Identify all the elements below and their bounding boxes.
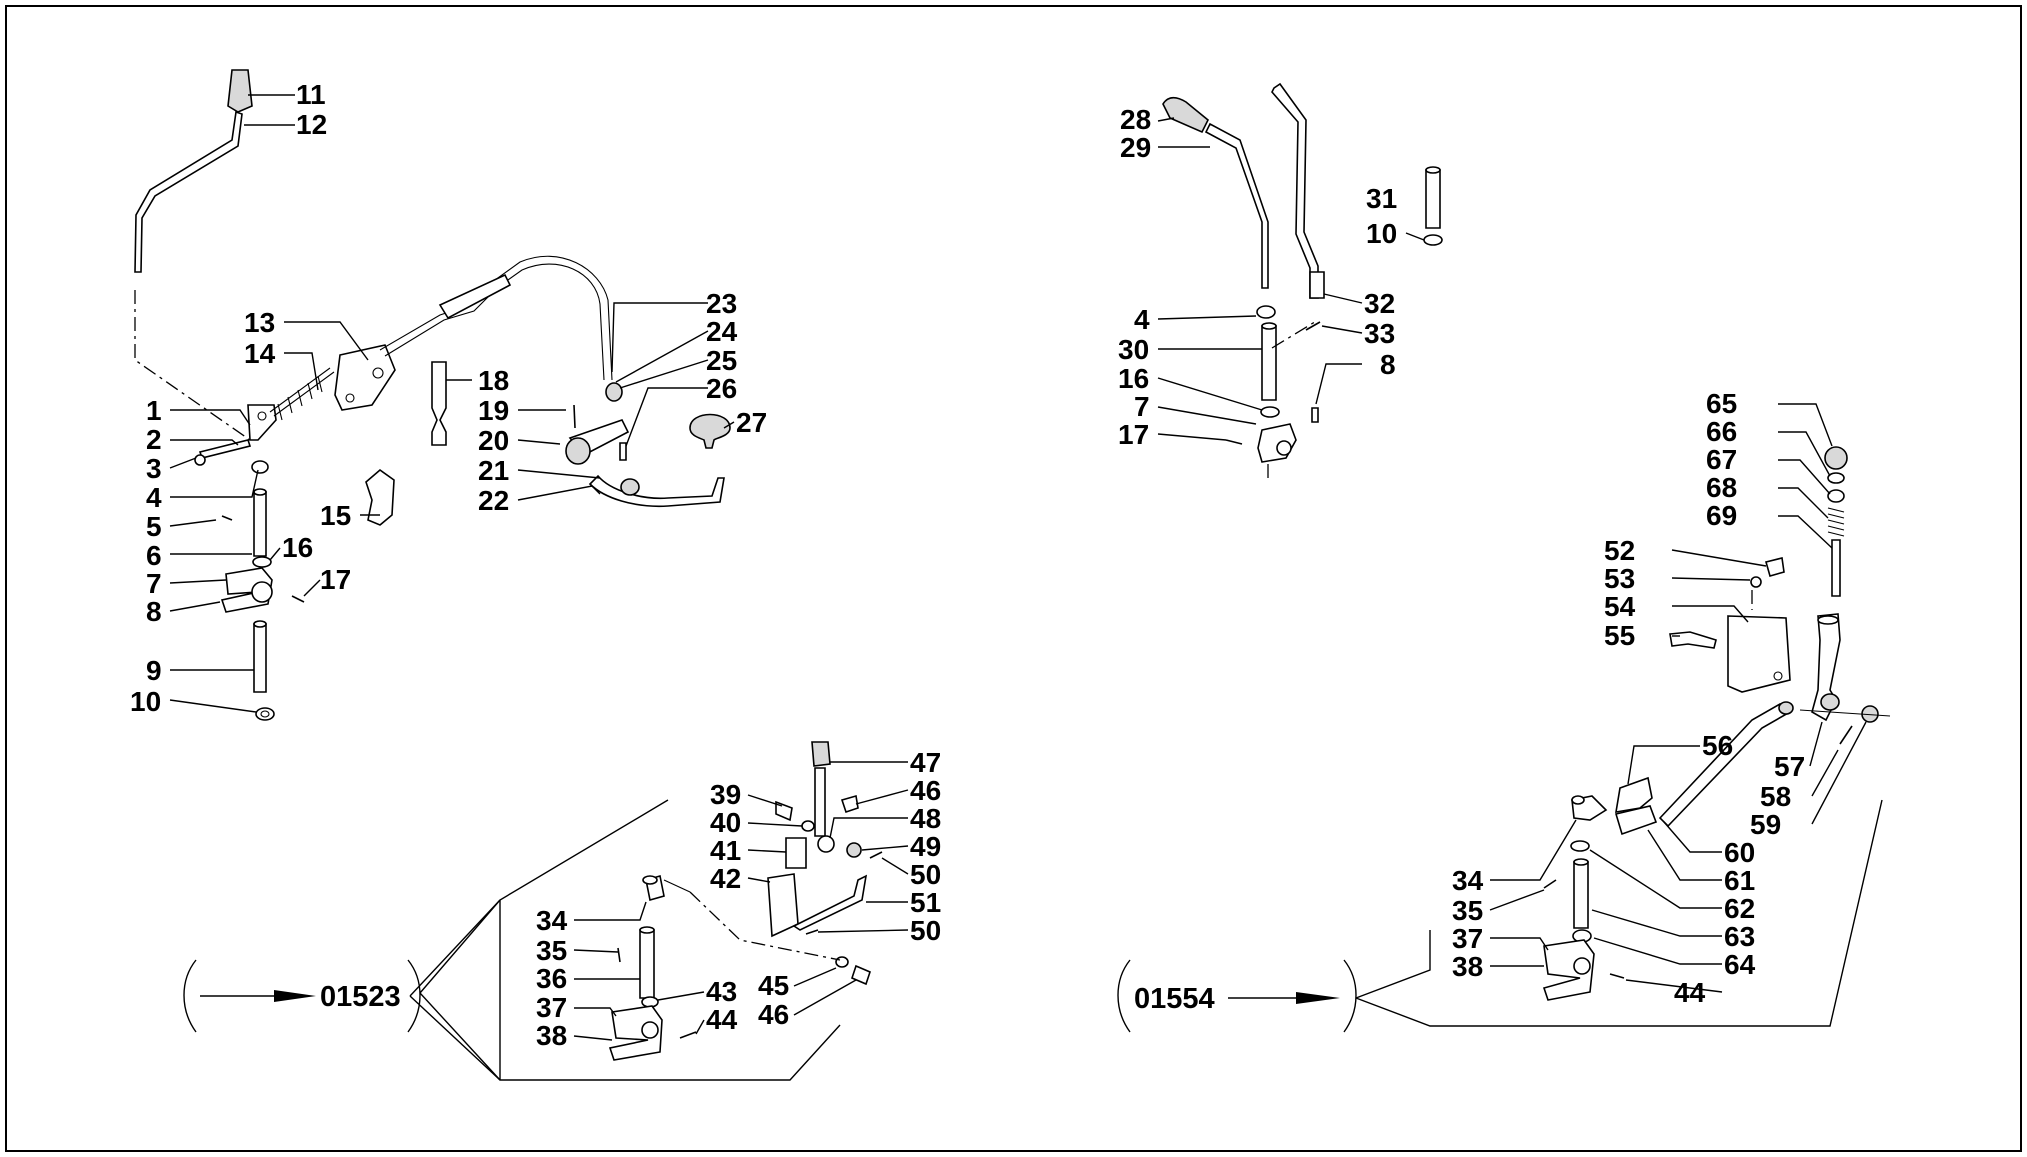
callout-46: 46 bbox=[910, 775, 941, 806]
callout-39: 39 bbox=[710, 779, 741, 810]
callout-35: 35 bbox=[536, 935, 567, 966]
callout-10: 10 bbox=[1366, 218, 1397, 249]
gear-lever-assembly-left bbox=[134, 69, 735, 721]
callout-labels: 11 12 13 14 1 2 3 4 5 6 7 8 9 10 15 16 1… bbox=[130, 79, 1805, 1051]
callout-54: 54 bbox=[1604, 591, 1636, 622]
callout-38: 38 bbox=[536, 1020, 567, 1051]
callout-26: 26 bbox=[706, 373, 737, 404]
callout-61: 61 bbox=[1724, 865, 1755, 896]
callout-3: 3 bbox=[146, 453, 162, 484]
callout-47: 47 bbox=[910, 747, 941, 778]
callout-44: 44 bbox=[706, 1004, 738, 1035]
callout-7: 7 bbox=[1134, 391, 1150, 422]
gear-lever-assembly-top-right bbox=[1157, 82, 1443, 478]
callout-8: 8 bbox=[146, 596, 162, 627]
callout-1: 1 bbox=[146, 395, 162, 426]
callout-46: 46 bbox=[758, 999, 789, 1030]
callout-60: 60 bbox=[1724, 837, 1755, 868]
callout-18: 18 bbox=[478, 365, 509, 396]
callout-44: 44 bbox=[1674, 977, 1706, 1008]
callout-42: 42 bbox=[710, 863, 741, 894]
callout-64: 64 bbox=[1724, 949, 1756, 980]
callout-37: 37 bbox=[536, 992, 567, 1023]
callout-6: 6 bbox=[146, 540, 162, 571]
callout-15: 15 bbox=[320, 500, 351, 531]
callout-58: 58 bbox=[1760, 781, 1791, 812]
callout-4: 4 bbox=[146, 482, 162, 513]
callout-57: 57 bbox=[1774, 751, 1805, 782]
callout-16: 16 bbox=[282, 532, 313, 563]
callout-23: 23 bbox=[706, 288, 737, 319]
callout-37: 37 bbox=[1452, 923, 1483, 954]
callout-45: 45 bbox=[758, 970, 789, 1001]
callout-68: 68 bbox=[1706, 472, 1737, 503]
callout-27: 27 bbox=[736, 407, 767, 438]
callout-14: 14 bbox=[244, 338, 276, 369]
callout-63: 63 bbox=[1724, 921, 1755, 952]
callout-38: 38 bbox=[1452, 951, 1483, 982]
callout-43: 43 bbox=[706, 976, 737, 1007]
callout-4: 4 bbox=[1134, 304, 1150, 335]
callout-13: 13 bbox=[244, 307, 275, 338]
callout-48: 48 bbox=[910, 803, 941, 834]
callout-34: 34 bbox=[536, 905, 568, 936]
callout-10: 10 bbox=[130, 686, 161, 717]
callout-52: 52 bbox=[1604, 535, 1635, 566]
callout-40: 40 bbox=[710, 807, 741, 838]
callout-34: 34 bbox=[1452, 865, 1484, 896]
callout-35: 35 bbox=[1452, 895, 1483, 926]
callout-33: 33 bbox=[1364, 318, 1395, 349]
callout-65: 65 bbox=[1706, 388, 1737, 419]
callout-16: 16 bbox=[1118, 363, 1149, 394]
callout-51: 51 bbox=[910, 887, 941, 918]
callout-29: 29 bbox=[1120, 132, 1151, 163]
callout-7: 7 bbox=[146, 568, 162, 599]
callout-59: 59 bbox=[1750, 809, 1781, 840]
selector-assembly-01523 bbox=[183, 741, 909, 1081]
callout-17: 17 bbox=[1118, 419, 1149, 450]
callout-30: 30 bbox=[1118, 334, 1149, 365]
callout-49: 49 bbox=[910, 831, 941, 862]
callout-21: 21 bbox=[478, 455, 509, 486]
callout-20: 20 bbox=[478, 425, 509, 456]
callout-66: 66 bbox=[1706, 416, 1737, 447]
callout-17: 17 bbox=[320, 564, 351, 595]
reference-code-01523: 01523 bbox=[320, 981, 401, 1013]
callout-62: 62 bbox=[1724, 893, 1755, 924]
callout-8: 8 bbox=[1380, 349, 1396, 380]
callout-50: 50 bbox=[910, 915, 941, 946]
reference-code-01554: 01554 bbox=[1134, 983, 1215, 1015]
callout-53: 53 bbox=[1604, 563, 1635, 594]
callout-2: 2 bbox=[146, 424, 162, 455]
callout-32: 32 bbox=[1364, 288, 1395, 319]
callout-9: 9 bbox=[146, 655, 162, 686]
callout-25: 25 bbox=[706, 345, 737, 376]
callout-31: 31 bbox=[1366, 183, 1397, 214]
selector-assembly-01554 bbox=[1117, 403, 1891, 1033]
drawing-frame bbox=[5, 5, 2022, 1152]
callout-24: 24 bbox=[706, 316, 738, 347]
callout-11: 11 bbox=[296, 79, 326, 110]
callout-67: 67 bbox=[1706, 444, 1737, 475]
callout-12: 12 bbox=[296, 109, 327, 140]
callout-22: 22 bbox=[478, 485, 509, 516]
callout-41: 41 bbox=[710, 835, 741, 866]
callout-36: 36 bbox=[536, 963, 567, 994]
callout-5: 5 bbox=[146, 511, 162, 542]
callout-56: 56 bbox=[1702, 730, 1733, 761]
callout-28: 28 bbox=[1120, 104, 1151, 135]
callout-55: 55 bbox=[1604, 620, 1635, 651]
callout-19: 19 bbox=[478, 395, 509, 426]
callout-69: 69 bbox=[1706, 500, 1737, 531]
callout-50: 50 bbox=[910, 859, 941, 890]
